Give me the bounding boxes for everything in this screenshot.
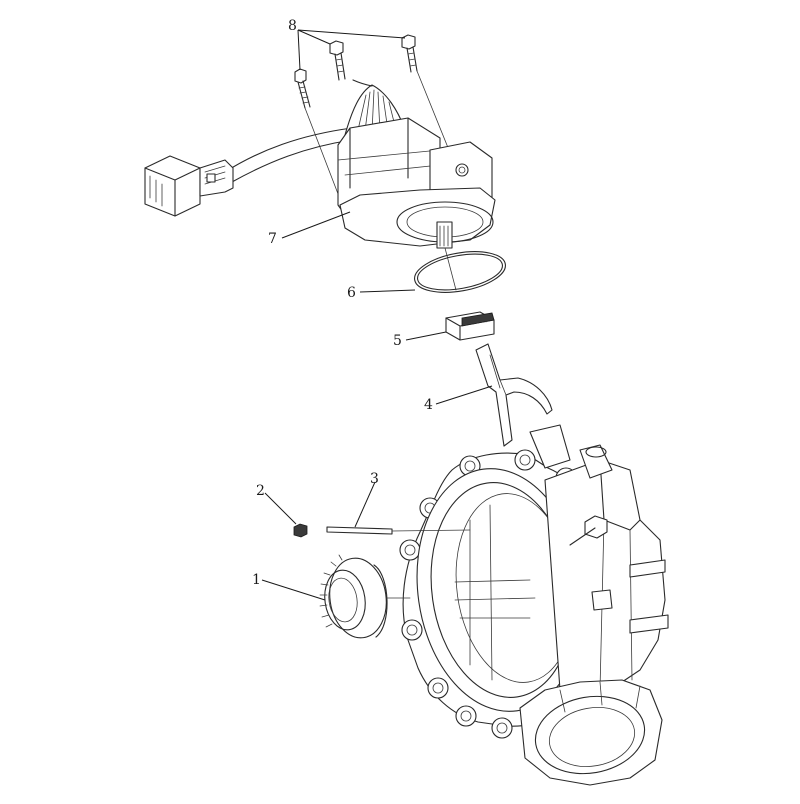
part-7-actuator-motor	[144, 79, 496, 291]
callout-4: 4	[424, 397, 433, 413]
bolt-right	[401, 34, 418, 73]
callout-3: 3	[370, 471, 379, 487]
harness-connector	[144, 155, 234, 217]
part-5-pad	[445, 311, 495, 341]
callout-2: 2	[256, 483, 265, 499]
callout-5: 5	[393, 333, 402, 349]
callout-1: 1	[252, 572, 261, 588]
part-6-o-ring	[414, 251, 506, 293]
bolt-left	[294, 68, 311, 109]
callout-8: 8	[288, 18, 297, 34]
main-housing	[399, 424, 669, 786]
callout-6: 6	[347, 285, 356, 301]
callout-7: 7	[268, 231, 277, 247]
part-3-pin	[326, 526, 471, 535]
bolt-middle	[329, 40, 346, 81]
part-4-shift-fork	[475, 343, 553, 447]
callout-labels: 8 7 6 5 4 3 2 1	[252, 18, 433, 588]
callout-leaders	[261, 29, 493, 601]
part-2-nut	[293, 523, 308, 538]
part-1-splined-sleeve	[319, 554, 411, 639]
